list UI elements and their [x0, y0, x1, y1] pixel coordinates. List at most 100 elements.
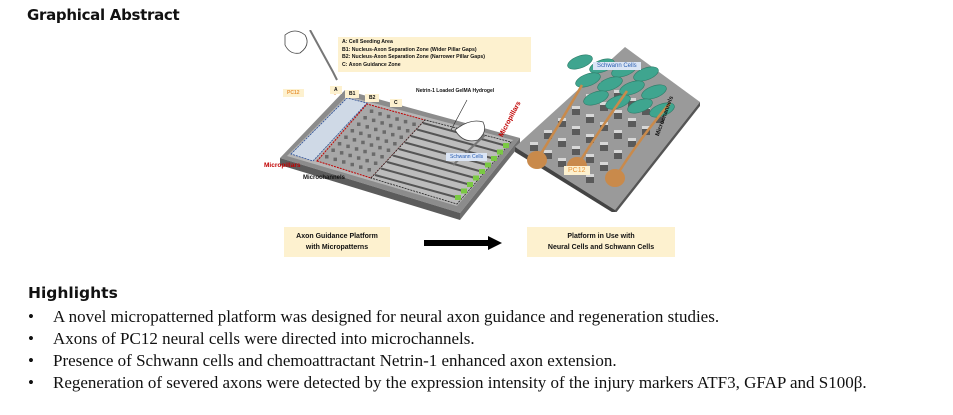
micropillar-top — [572, 146, 580, 149]
highlight-item: •Presence of Schwann cells and chemoattr… — [28, 351, 617, 370]
micropillar-top — [544, 130, 552, 133]
schwann-cell — [583, 90, 609, 106]
micropillar — [371, 118, 376, 123]
schwann-tag-right: Schwann Cells — [593, 62, 641, 70]
bullet-icon: • — [28, 373, 34, 392]
zone-legend: A: Cell Seeding Area B1: Nucleus-Axon Se… — [338, 37, 531, 72]
micropillar — [365, 125, 369, 129]
micropillar-3d — [558, 138, 566, 147]
micropillar — [367, 168, 371, 172]
micropillar-3d — [600, 102, 608, 111]
chip-side-right — [460, 138, 520, 220]
micropillar — [399, 135, 403, 139]
micropillar-top — [572, 126, 580, 129]
legend-item: B2: Nucleus-Axon Separation Zone (Narrow… — [342, 54, 485, 61]
hydrogel-pointer — [450, 99, 468, 131]
micropillar-3d — [614, 110, 622, 119]
hydrogel-label: Netrin-1 Loaded GelMA Hydrogel — [416, 88, 495, 94]
micropillar-top — [530, 142, 538, 145]
legend-item: C: Axon Guidance Zone — [342, 61, 401, 68]
micropillar-3d — [628, 98, 636, 107]
micropillar — [386, 148, 391, 152]
micropillar-3d — [656, 114, 664, 123]
schwann-cell — [575, 72, 601, 88]
caption-left-line: with Micropatterns — [305, 244, 369, 251]
micropillar — [380, 155, 384, 159]
micropillar — [412, 122, 416, 126]
microchannels-label-left: Microchannels — [303, 175, 346, 181]
micropillar — [395, 117, 399, 121]
micropillar-3d — [572, 106, 580, 115]
micropillar-top — [600, 162, 608, 165]
micropillar — [378, 145, 382, 150]
hydrogel-plug — [461, 188, 467, 194]
highlight-item: •Axons of PC12 neural cells were directe… — [28, 329, 475, 348]
micropillar — [344, 135, 348, 139]
hydrogel-plug — [497, 149, 503, 155]
micropillar-top — [628, 138, 636, 141]
micropillar-top — [628, 98, 636, 101]
micropillar-top — [614, 110, 622, 113]
zone-tag-a: A — [330, 86, 342, 94]
hydrogel-plug — [467, 182, 473, 187]
hydrogel-plug — [491, 156, 497, 161]
pc12-tag: PC12 — [283, 89, 304, 97]
micropillar-3d — [614, 130, 622, 139]
micropillar-top — [586, 174, 594, 177]
micropillar-3d — [628, 138, 636, 147]
micropillar — [359, 131, 363, 136]
micropillar — [369, 109, 374, 113]
micropillar-3d — [642, 126, 650, 135]
caption-right: Platform in Use with Neural Cells and Sc… — [527, 227, 675, 257]
pipette-left-icon — [309, 30, 338, 81]
micropillar — [350, 162, 354, 167]
micropillar-3d — [586, 154, 594, 163]
micropillar — [378, 112, 382, 116]
schwann-cell — [633, 66, 659, 82]
micropillar-top — [544, 150, 552, 153]
micropillar — [361, 140, 365, 145]
micropillar — [391, 132, 395, 137]
micropillar — [393, 142, 397, 146]
bullet-icon: • — [28, 329, 34, 348]
micropillar — [380, 121, 384, 125]
micropillars — [325, 109, 416, 172]
micropillar — [373, 161, 378, 165]
micropillar — [376, 136, 380, 141]
micropillar — [405, 129, 410, 133]
micropillar — [386, 114, 391, 119]
hand-left-icon — [284, 30, 308, 54]
micropillar-3d — [586, 114, 594, 123]
schwann-tag-left: Schwann Cells — [446, 153, 488, 161]
micropillar — [333, 157, 337, 162]
micropillar-3d — [544, 150, 552, 159]
micropillar-top — [586, 114, 594, 117]
pc12-cell-body — [605, 169, 625, 187]
schwann-cell — [627, 98, 653, 114]
hand-right-icon — [454, 120, 486, 142]
micropillar — [359, 165, 363, 169]
micropillar-3d — [628, 118, 636, 127]
micropillar — [325, 155, 329, 159]
micropillar-3d — [558, 158, 566, 167]
micropillar-top — [586, 134, 594, 137]
micropillar — [348, 153, 352, 158]
micropillar-3d — [558, 118, 566, 127]
zone-tag-c: C — [390, 99, 402, 107]
bullet-icon: • — [28, 351, 34, 370]
microchannel — [416, 128, 502, 154]
microchannel — [380, 167, 466, 193]
micropillar — [384, 139, 389, 143]
micropillar-top — [614, 90, 622, 93]
micropillar-top — [642, 126, 650, 129]
micropillar — [331, 148, 335, 152]
pc12-tag-right: PC12 — [564, 166, 590, 175]
zone-tag-b2: B2 — [365, 94, 380, 102]
micropillar — [337, 142, 342, 146]
micropillar — [357, 122, 361, 126]
micropillar-3d — [642, 106, 650, 115]
schwann-cell — [641, 84, 667, 100]
micropillar-3d — [614, 150, 622, 159]
schwann-cell — [597, 76, 623, 92]
micropillar — [382, 130, 386, 134]
